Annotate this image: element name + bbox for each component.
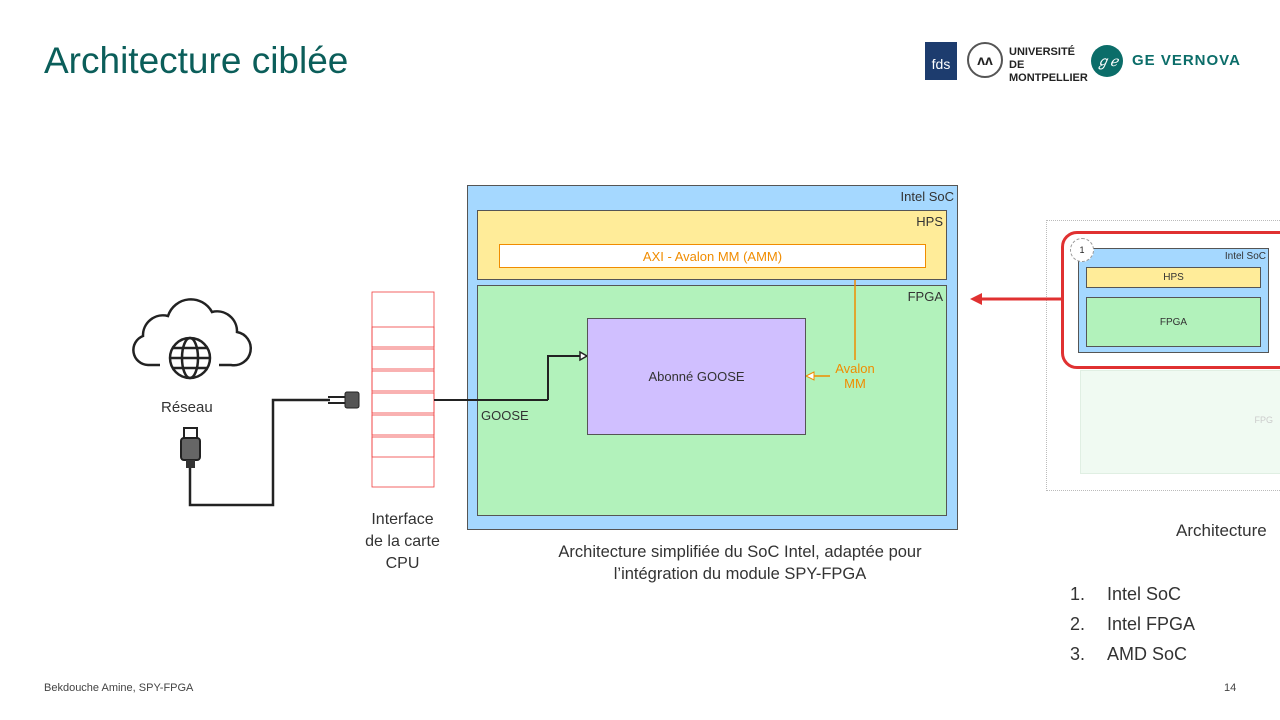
axi-avalon-bus: AXI - Avalon MM (AMM) bbox=[499, 244, 926, 268]
caption-line: Architecture simplifiée du SoC Intel, ad… bbox=[558, 543, 922, 561]
page-number: 14 bbox=[1224, 682, 1237, 694]
avalon-line: MM bbox=[844, 376, 866, 391]
thumbnail-caption: Architecture bbox=[1176, 521, 1267, 540]
list-item: 3. AMD SoC bbox=[1070, 639, 1195, 669]
ge-logo-icon: ℊℯ bbox=[1091, 45, 1123, 77]
list-number: 2. bbox=[1070, 614, 1086, 634]
network-label: Réseau bbox=[161, 399, 213, 416]
footer-author: Bekdouche Amine, SPY-FPGA bbox=[44, 682, 194, 694]
goose-label: GOOSE bbox=[481, 408, 529, 423]
ethernet-plug-icon bbox=[180, 427, 201, 468]
interface-label: Interface de la carte CPU bbox=[355, 509, 450, 575]
fds-logo: fds bbox=[925, 42, 957, 80]
diagram-caption: Architecture simplifiée du SoC Intel, ad… bbox=[500, 541, 980, 585]
list-text: Intel FPGA bbox=[1107, 614, 1196, 634]
goose-subscriber-block: Abonné GOOSE bbox=[587, 318, 806, 435]
thumb-hps-block: HPS bbox=[1086, 267, 1261, 288]
list-text: Intel SoC bbox=[1107, 584, 1182, 604]
um-logo-text: UNIVERSITÉ DE MONTPELLIER bbox=[1009, 46, 1088, 84]
cloud-globe-icon bbox=[132, 298, 253, 380]
list-item: 2. Intel FPGA bbox=[1070, 609, 1195, 639]
list-item: 1. Intel SoC bbox=[1070, 579, 1195, 609]
thumb-soc-label: Intel SoC bbox=[1224, 251, 1266, 262]
caption-line: l’intégration du module SPY-FPGA bbox=[613, 565, 867, 583]
hps-label: HPS bbox=[916, 214, 943, 229]
list-number: 1. bbox=[1070, 584, 1086, 604]
cpu-board-drawing bbox=[371, 291, 435, 488]
network-cable bbox=[188, 398, 330, 507]
um-logo-seal: ᴧᴧ bbox=[967, 42, 1003, 78]
interface-label-line: Interface bbox=[371, 511, 434, 528]
avalon-line: Avalon bbox=[835, 361, 875, 376]
list-number: 3. bbox=[1070, 644, 1086, 664]
interface-label-line: CPU bbox=[385, 555, 420, 572]
connector-plug-icon bbox=[328, 391, 360, 409]
slide-title: Architecture ciblée bbox=[44, 40, 349, 81]
architecture-list: 1. Intel SoC 2. Intel FPGA 3. AMD SoC bbox=[1070, 579, 1195, 669]
thumb-fpga-block: FPGA bbox=[1086, 297, 1261, 347]
step-badge: 1 bbox=[1070, 238, 1094, 262]
interface-label-line: de la carte bbox=[365, 533, 440, 550]
ge-logo-text: GE VERNOVA bbox=[1132, 52, 1241, 69]
highlight-frame[interactable] bbox=[1061, 231, 1280, 369]
list-text: AMD SoC bbox=[1107, 644, 1188, 664]
